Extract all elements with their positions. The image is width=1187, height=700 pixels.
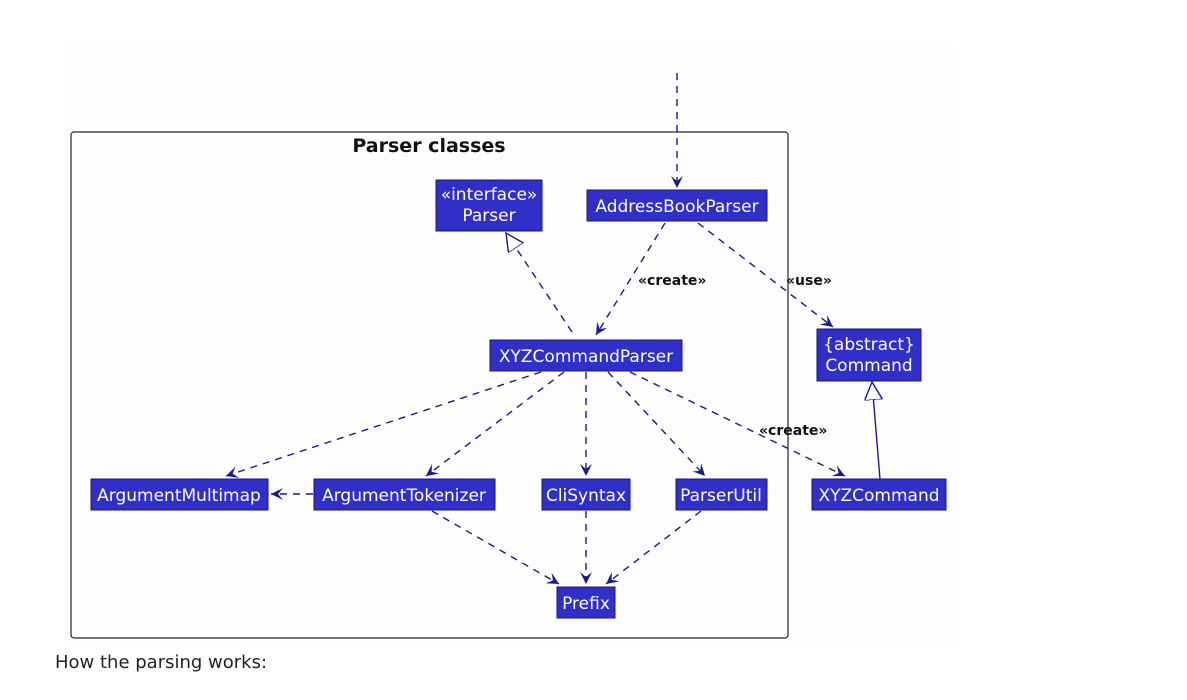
package-frame bbox=[70, 131, 789, 639]
edge-dep-argumentmultimap bbox=[225, 371, 542, 478]
edge-realization-parser bbox=[506, 233, 573, 333]
class-prefix-name: Prefix bbox=[562, 594, 610, 614]
class-argumentmultimap-name: ArgumentMultimap bbox=[97, 486, 261, 506]
class-clisyntax-name: CliSyntax bbox=[546, 486, 626, 506]
class-addressbookparser-name: AddressBookParser bbox=[595, 197, 758, 217]
class-addressbookparser[interactable]: AddressBookParser bbox=[586, 189, 768, 222]
class-argumenttokenizer-name: ArgumentTokenizer bbox=[322, 486, 486, 506]
class-clisyntax[interactable]: CliSyntax bbox=[541, 478, 631, 511]
class-command-stereotype: {abstract} bbox=[823, 335, 915, 355]
class-xyzcommand-name: XYZCommand bbox=[818, 486, 939, 506]
class-diagram: Parser classes «create» «use» «create» «… bbox=[70, 73, 947, 639]
package-title: Parser classes bbox=[352, 135, 505, 157]
edge-dep-parserutil bbox=[607, 371, 706, 477]
class-command-name: Command bbox=[825, 356, 912, 376]
edge-parserutil-to-prefix bbox=[605, 510, 702, 585]
class-command[interactable]: {abstract} Command bbox=[816, 328, 922, 382]
edge-tokenizer-to-prefix bbox=[431, 510, 560, 585]
class-argumenttokenizer[interactable]: ArgumentTokenizer bbox=[313, 478, 496, 511]
edge-dep-argumenttokenizer bbox=[425, 371, 565, 477]
class-parser[interactable]: «interface» Parser bbox=[435, 179, 543, 232]
class-prefix[interactable]: Prefix bbox=[556, 586, 616, 619]
edge-create-xyzcommand bbox=[629, 371, 846, 477]
class-parserutil[interactable]: ParserUtil bbox=[675, 478, 768, 511]
class-xyzcommandparser[interactable]: XYZCommandParser bbox=[489, 339, 683, 372]
edge-label-create-parser: «create» bbox=[638, 273, 706, 289]
class-parserutil-name: ParserUtil bbox=[680, 486, 762, 506]
edge-use-command bbox=[697, 222, 834, 328]
class-xyzcommand[interactable]: XYZCommand bbox=[811, 478, 947, 511]
class-xyzcommandparser-name: XYZCommandParser bbox=[499, 347, 673, 367]
class-argumentmultimap[interactable]: ArgumentMultimap bbox=[90, 478, 269, 511]
class-parser-stereotype: «interface» bbox=[441, 185, 538, 205]
diagram-canvas: Parser classes «create» «use» «create» «… bbox=[64, 45, 954, 647]
edge-label-use: «use» bbox=[786, 273, 832, 289]
caption-text: How the parsing works: bbox=[55, 652, 268, 673]
class-parser-name: Parser bbox=[462, 206, 515, 226]
edge-label-create-command: «create» bbox=[759, 423, 827, 439]
edge-create-xyzcommandparser bbox=[595, 222, 666, 336]
edge-generalization-command bbox=[872, 382, 880, 480]
